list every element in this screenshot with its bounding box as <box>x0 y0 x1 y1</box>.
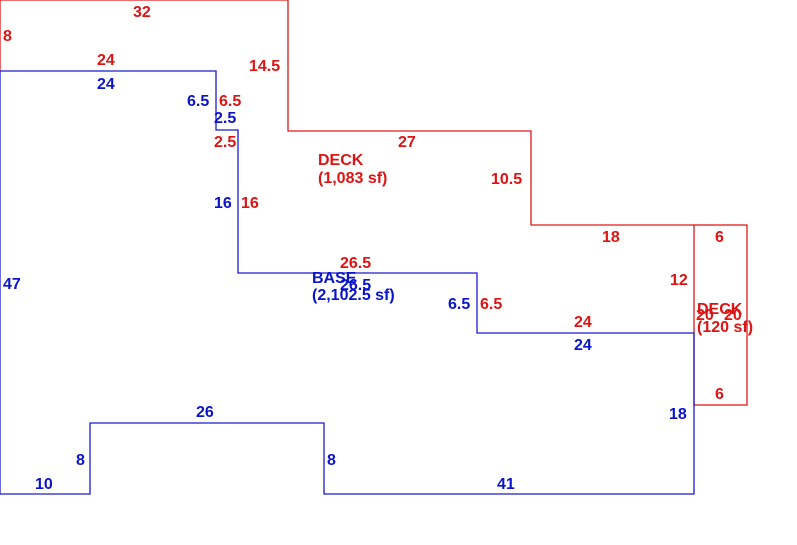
dimension-label-deck: 10.5 <box>491 171 522 188</box>
deck-main-area: (1,083 sf) <box>318 170 387 187</box>
dimension-label-deck: 32 <box>133 4 151 21</box>
dimension-label-base: 26.5 <box>340 277 371 294</box>
dimension-label-base: 10 <box>35 476 53 493</box>
dimension-label-deck: 6.5 <box>219 93 241 110</box>
deck-small-area: (120 sf) <box>697 319 753 336</box>
dimension-label-deck: 2.5 <box>214 134 236 151</box>
dimension-label-deck: 6.5 <box>480 296 502 313</box>
dimension-label-base: 2.5 <box>214 110 236 127</box>
dimension-label-base: 26 <box>196 404 214 421</box>
dimension-label-base: 6.5 <box>187 93 209 110</box>
dimension-label-deck: 26.5 <box>340 255 371 272</box>
dimension-label-deck: 6 <box>715 229 724 246</box>
dimension-label-deck: 8 <box>3 28 12 45</box>
deck-small-outline <box>693 224 748 406</box>
dimension-label-base: 6.5 <box>448 296 470 313</box>
dimension-label-deck: 24 <box>574 314 592 331</box>
dimension-label-deck: 12 <box>670 272 688 289</box>
base-outline <box>0 70 695 495</box>
dimension-label-base: 8 <box>327 452 336 469</box>
base-area: (2,102.5 sf) <box>312 287 395 304</box>
dimension-label-deck: 18 <box>602 229 620 246</box>
dimension-label-base: 8 <box>76 452 85 469</box>
dimension-label-deck: 6 <box>715 386 724 403</box>
dimension-label-deck: 20 <box>696 307 714 324</box>
deck-main-outline <box>0 0 694 226</box>
dimension-label-base: 47 <box>3 276 21 293</box>
dimension-label-base: 24 <box>97 76 115 93</box>
deck-small-name: DECK <box>697 301 743 318</box>
deck-main-name: DECK <box>318 152 364 169</box>
dimension-label-deck: 14.5 <box>249 58 280 75</box>
base-name: BASE <box>312 270 357 287</box>
dimension-label-deck: 16 <box>241 195 259 212</box>
dimension-label-base: 18 <box>669 406 687 423</box>
dimension-label-base: 16 <box>214 195 232 212</box>
dimension-label-deck: 27 <box>398 134 416 151</box>
dimension-label-base: 41 <box>497 476 515 493</box>
dimension-label-deck: 20 <box>724 307 742 324</box>
dimension-label-base: 24 <box>574 337 592 354</box>
dimension-label-deck: 24 <box>97 52 115 69</box>
